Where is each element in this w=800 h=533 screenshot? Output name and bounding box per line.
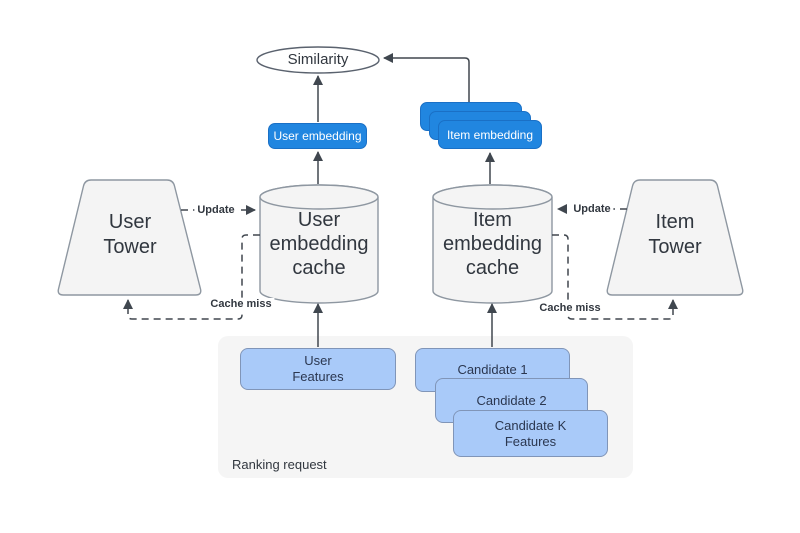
item-embedding-label: Item embedding bbox=[446, 127, 534, 142]
user-cache-label: User embedding cache bbox=[269, 209, 369, 279]
user-embedding-node: User embedding bbox=[268, 123, 367, 149]
item-tower-label: Item Tower bbox=[648, 211, 702, 258]
item-embedding-node: Item embedding bbox=[438, 120, 542, 149]
similarity-label: Similarity bbox=[287, 51, 349, 68]
candidate-k-node: Candidate K Features bbox=[453, 410, 608, 457]
cache-miss-left-label: Cache miss bbox=[207, 298, 275, 310]
edge-item-embedding-to-similarity bbox=[383, 53, 470, 102]
update-left-label: Update bbox=[194, 204, 238, 216]
item-cache-cylinder-top bbox=[432, 184, 553, 210]
user-tower-label: User Tower bbox=[103, 211, 157, 258]
user-cache-cylinder-top bbox=[259, 184, 379, 210]
user-embedding-label: User embedding bbox=[273, 129, 362, 143]
cache-miss-right-label: Cache miss bbox=[536, 302, 604, 314]
item-tower-shape bbox=[606, 179, 744, 296]
update-right-label: Update bbox=[570, 203, 614, 215]
user-tower-shape bbox=[57, 179, 202, 296]
similarity-ellipse bbox=[256, 46, 380, 74]
ranking-request-label: Ranking request bbox=[232, 457, 327, 472]
edge-cache-miss-left bbox=[123, 234, 260, 320]
item-cache-label: Item embedding cache bbox=[443, 209, 542, 279]
edge-cache-miss-right bbox=[552, 234, 678, 320]
user-features-node: User Features bbox=[240, 348, 396, 390]
